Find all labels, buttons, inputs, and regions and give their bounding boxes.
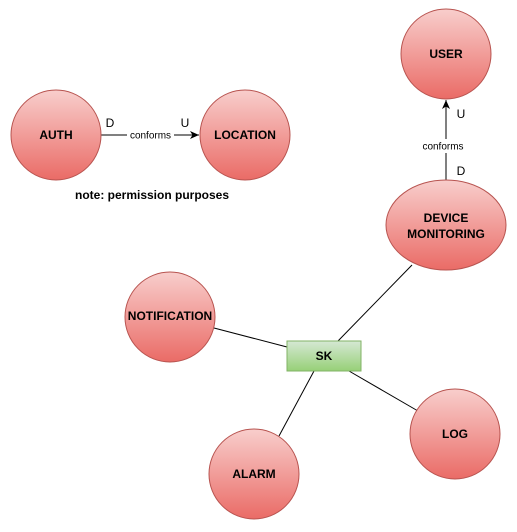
edge-sk-notification[interactable]	[213, 327, 288, 348]
node-location-label: LOCATION	[214, 128, 276, 142]
edge-sk-log[interactable]	[348, 370, 419, 412]
edge-auth-location-downstream-marker: D	[106, 116, 115, 130]
node-device-monitoring[interactable]: DEVICE MONITORING	[385, 179, 507, 271]
node-log-label: LOG	[442, 427, 468, 441]
edge-auth-location[interactable]: conforms D U	[101, 116, 199, 142]
node-alarm[interactable]: ALARM	[208, 428, 300, 520]
node-alarm-label: ALARM	[232, 467, 275, 481]
edge-sk-device-monitoring[interactable]	[337, 264, 413, 342]
edge-auth-location-upstream-marker: U	[181, 116, 190, 130]
node-user-label: USER	[429, 47, 463, 61]
node-notification[interactable]: NOTIFICATION	[124, 271, 216, 363]
node-auth[interactable]: AUTH	[10, 89, 102, 181]
node-location[interactable]: LOCATION	[199, 89, 291, 181]
edge-auth-location-label: conforms	[130, 131, 171, 142]
node-notification-label: NOTIFICATION	[128, 309, 212, 323]
node-device-monitoring-label-line2: MONITORING	[407, 227, 485, 241]
node-device-monitoring-label-line1: DEVICE	[424, 211, 469, 225]
edge-device-user-upstream-marker: U	[457, 107, 466, 121]
node-auth-label: AUTH	[39, 128, 72, 142]
permission-note: note: permission purposes	[75, 188, 229, 202]
node-log[interactable]: LOG	[409, 388, 501, 480]
node-sk[interactable]: SK	[286, 340, 362, 372]
node-user[interactable]: USER	[400, 8, 492, 100]
edge-device-user-label: conforms	[422, 142, 463, 153]
edge-device-user-downstream-marker: D	[457, 164, 466, 178]
edge-device-user[interactable]: conforms U D	[422, 100, 466, 183]
node-sk-label: SK	[316, 349, 333, 363]
edge-sk-alarm[interactable]	[278, 370, 315, 437]
